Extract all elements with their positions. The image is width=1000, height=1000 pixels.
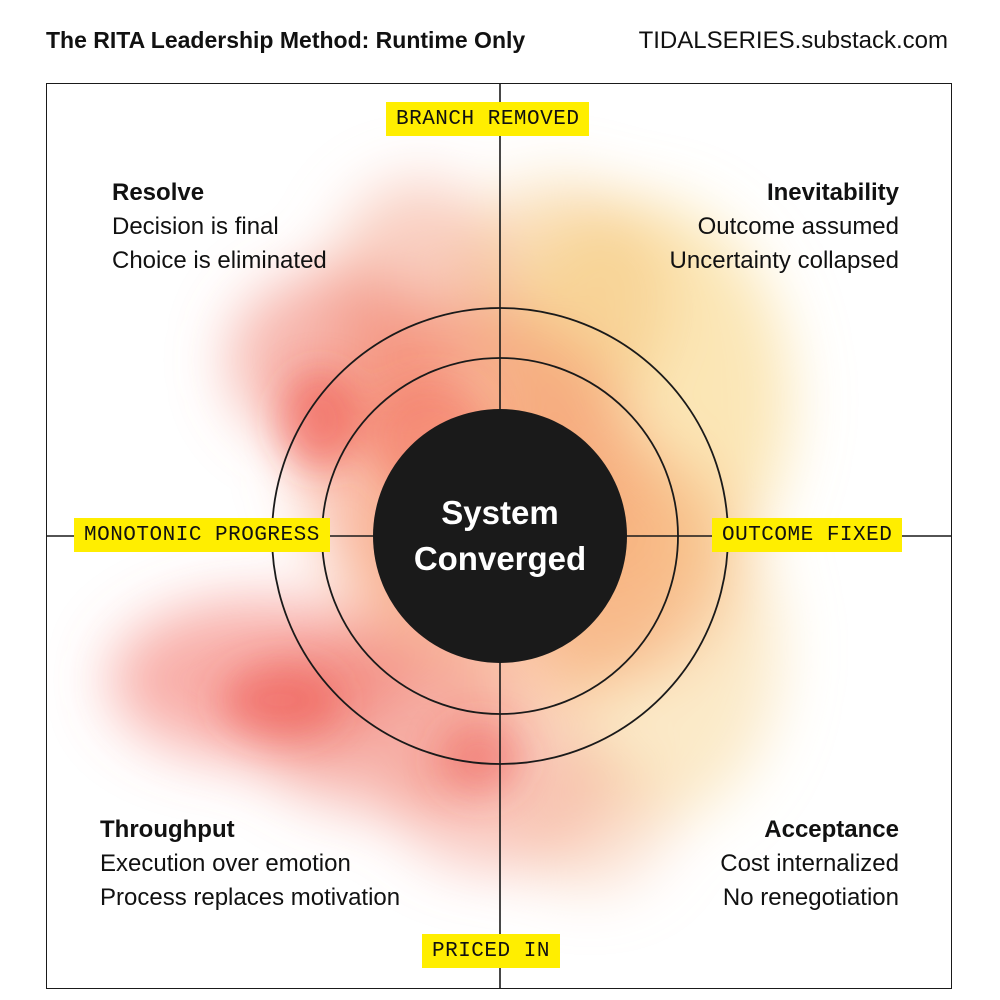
quadrant-line: Cost internalized [720,850,899,877]
quadrant-top-right: Inevitability Outcome assumed Uncertaint… [670,176,899,278]
quadrant-line: Execution over emotion [100,850,351,877]
quadrant-title: Resolve [112,179,205,206]
center-core [373,409,627,663]
quadrant-line: No renegotiation [722,884,899,911]
center-label: System Converged [373,409,627,663]
quadrant-title: Acceptance [764,816,899,843]
quadrant-bottom-left: Throughput Execution over emotion Proces… [100,813,400,915]
quadrant-bottom-right: Acceptance Cost internalized No renegoti… [720,813,899,915]
quadrant-line: Uncertainty collapsed [669,247,899,274]
center-label-line: System [441,494,559,531]
quadrant-line: Process replaces motivation [100,884,401,911]
tag-right: OUTCOME FIXED [712,518,903,552]
center-label-line: Converged [413,540,587,577]
tag-left: MONOTONIC PROGRESS [74,518,330,552]
diagram-title: The RITA Leadership Method: Runtime Only [46,27,526,53]
quadrant-title: Inevitability [766,179,899,206]
tag-top: BRANCH REMOVED [386,102,590,136]
quadrant-line: Decision is final [112,213,279,240]
site-url: TIDALSERIES.substack.com [638,27,948,54]
quadrant-line: Outcome assumed [697,213,899,240]
quadrant-title: Throughput [100,816,235,843]
quadrant-frame [46,83,952,989]
quadrant-top-left: Resolve Decision is final Choice is elim… [112,176,327,278]
tag-bottom: PRICED IN [422,934,560,968]
quadrant-line: Choice is eliminated [112,247,327,274]
